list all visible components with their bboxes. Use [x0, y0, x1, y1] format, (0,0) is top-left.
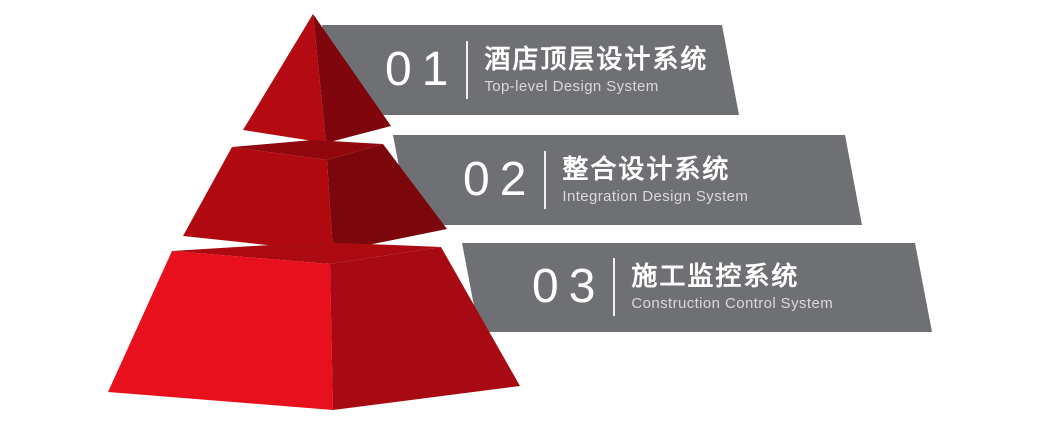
- banner-3-title: 施工监控系统: [631, 260, 800, 291]
- banner-1-title: 酒店顶层设计系统: [484, 43, 709, 74]
- banner-1-content: 01 酒店顶层设计系统 Top-level Design System: [385, 38, 708, 102]
- banner-2-shape: [393, 135, 862, 225]
- banner-3-shape: [462, 243, 932, 332]
- banner-1-number: 01: [385, 43, 459, 96]
- pyramid-tier3-top-face: [172, 242, 441, 264]
- pyramid-tier2-top-face: [232, 140, 383, 160]
- pyramid-tier1-front-face: [243, 14, 326, 143]
- banner-2-divider: [544, 151, 547, 209]
- banner-2-text: 整合设计系统 Integration Design System: [562, 153, 749, 206]
- banner-1-shape: [322, 25, 739, 115]
- pyramid-tier2-front-face: [183, 147, 333, 252]
- banner-3-content: 03 施工监控系统 Construction Control System: [532, 255, 833, 319]
- banner-3-divider: [613, 258, 616, 316]
- pyramid-tier1-right-face: [313, 14, 391, 143]
- banner-3-text: 施工监控系统 Construction Control System: [631, 260, 834, 313]
- banner-1-text: 酒店顶层设计系统 Top-level Design System: [484, 43, 709, 96]
- banner-2-title: 整合设计系统: [562, 153, 731, 184]
- pyramid-tier3-right-face: [330, 247, 520, 410]
- banner-2-content: 02 整合设计系统 Integration Design System: [463, 148, 748, 212]
- banner-3-subtitle: Construction Control System: [631, 295, 834, 313]
- banner-2-subtitle: Integration Design System: [562, 188, 749, 206]
- pyramid-tier3-front-face: [108, 251, 333, 410]
- banner-3-number: 03: [532, 260, 606, 313]
- banner-1-subtitle: Top-level Design System: [484, 78, 659, 96]
- banner-2-number: 02: [463, 153, 537, 206]
- pyramid-tier2-right-face: [327, 144, 447, 252]
- banner-1-divider: [466, 41, 469, 99]
